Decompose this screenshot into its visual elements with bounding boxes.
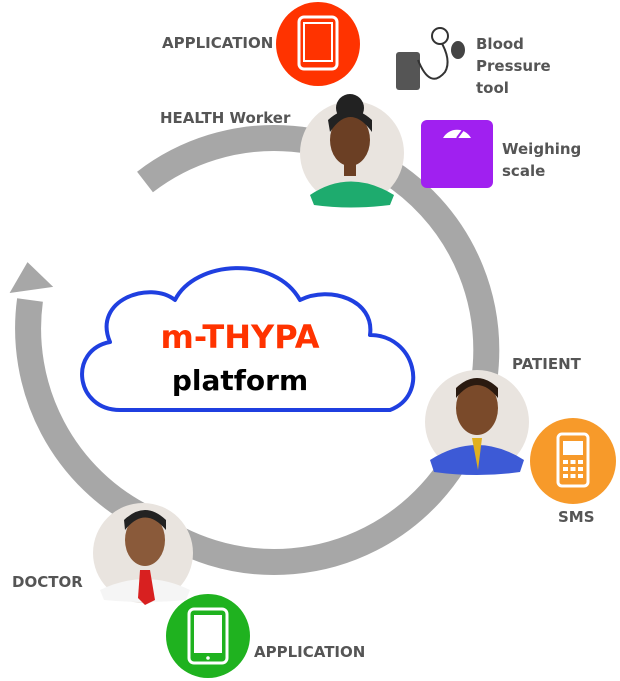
platform-cloud [80, 266, 416, 412]
blood-pressure-label: Blood Pressure tool [476, 35, 551, 97]
application-bottom-label: APPLICATION [254, 643, 366, 661]
platform-subtitle: platform [171, 364, 309, 397]
platform-title: m-THYPA [160, 318, 320, 356]
weighing-scale-icon [421, 120, 493, 188]
sms-badge [530, 418, 616, 504]
tablet-icon [187, 607, 229, 665]
doctor-label: DOCTOR [12, 573, 83, 591]
application-bottom-badge [166, 594, 250, 678]
application-top-badge [276, 2, 360, 86]
health-worker-label: HEALTH Worker [160, 109, 291, 127]
doctor-avatar [93, 503, 193, 605]
cycle-arc-right [137, 125, 500, 575]
patient-label: PATIENT [512, 355, 581, 373]
sms-label: SMS [558, 508, 595, 526]
tablet-icon [297, 15, 339, 71]
mobile-phone-icon [556, 432, 590, 488]
cycle-arc-left [15, 298, 151, 530]
weighing-scale-label: Weighing scale [502, 140, 582, 180]
cycle-arrowhead [9, 262, 54, 293]
application-top-label: APPLICATION [162, 34, 274, 52]
patient-avatar [425, 370, 529, 475]
blood-pressure-icon [396, 27, 465, 90]
health-worker-avatar [300, 94, 404, 208]
